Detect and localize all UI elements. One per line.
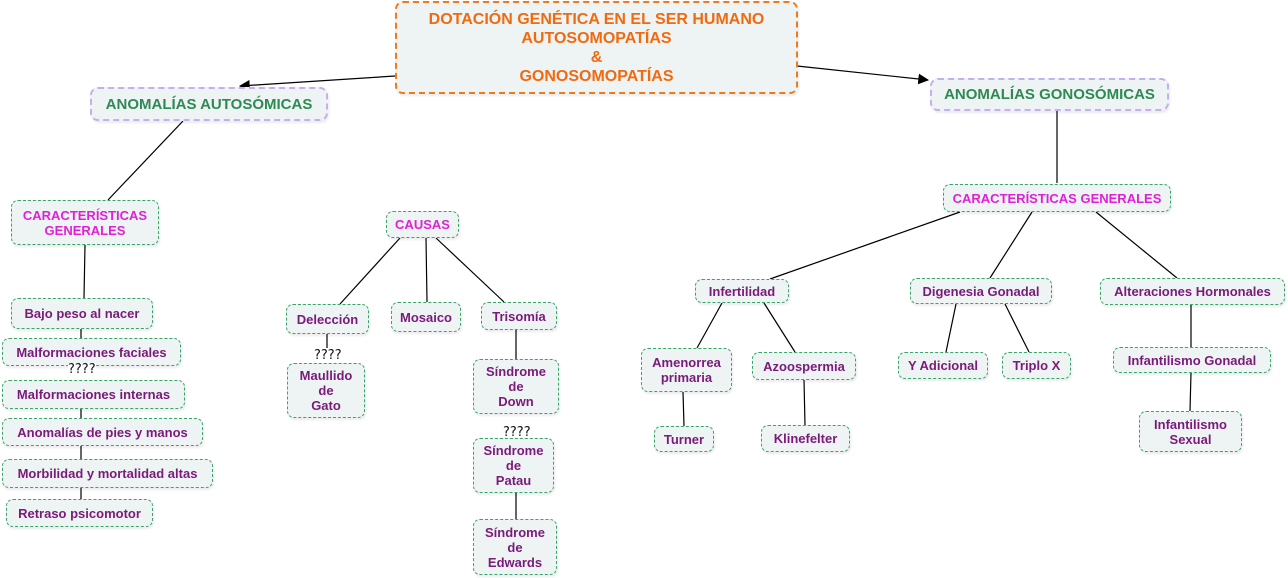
facial-malformations-node: Malformaciones faciales bbox=[2, 338, 181, 366]
gonadal-dysgenesis-node: Digenesia Gonadal bbox=[910, 278, 1052, 304]
triple-x-node: Triplo X bbox=[1002, 352, 1071, 379]
azoospermia-node: Azoospermia bbox=[752, 352, 856, 380]
hormonal-alterations-node: Alteraciones Hormonales bbox=[1100, 278, 1285, 305]
root-title-node: DOTACIÓN GENÉTICA EN EL SER HUMANO AUTOS… bbox=[395, 1, 798, 94]
turner-node: Turner bbox=[654, 426, 714, 452]
cat-cry-syndrome-node: Maullido de Gato bbox=[287, 363, 365, 418]
y-additional-node: Y Adicional bbox=[898, 352, 988, 379]
morbidity-mortality-node: Morbilidad y mortalidad altas bbox=[2, 459, 213, 488]
arrow-to-gonosomal bbox=[796, 65, 930, 85]
gonosomal-anomalies-node: ANOMALÍAS GONOSÓMICAS bbox=[930, 78, 1169, 111]
unknown-mark: ???? bbox=[68, 362, 96, 377]
deletion-node: Delección bbox=[286, 304, 369, 334]
edwards-syndrome-node: Síndrome de Edwards bbox=[473, 519, 557, 575]
patau-syndrome-node: Síndrome de Patau bbox=[473, 438, 554, 493]
klinefelter-node: Klinefelter bbox=[761, 425, 850, 452]
arrow-to-autosomal bbox=[238, 75, 396, 91]
unknown-mark: ???? bbox=[503, 425, 531, 440]
primary-amenorrhea-node: Amenorrea primaria bbox=[641, 348, 732, 392]
mosaic-node: Mosaico bbox=[391, 302, 461, 332]
internal-malformations-node: Malformaciones internas bbox=[2, 380, 185, 409]
gonadal-infantilism-node: Infantilismo Gonadal bbox=[1113, 347, 1271, 373]
autosomal-characteristics-node: CARACTERÍSTICAS GENERALES bbox=[11, 200, 159, 245]
trisomy-node: Trisomía bbox=[481, 302, 557, 330]
gonosomal-characteristics-node: CARACTERÍSTICAS GENERALES bbox=[943, 184, 1171, 212]
psychomotor-delay-node: Retraso psicomotor bbox=[6, 499, 153, 527]
limb-anomalies-node: Anomalías de pies y manos bbox=[2, 418, 203, 446]
low-birth-weight-node: Bajo peso al nacer bbox=[11, 298, 153, 329]
unknown-mark: ???? bbox=[314, 348, 342, 363]
infertility-node: Infertilidad bbox=[695, 279, 789, 303]
sexual-infantilism-node: Infantilismo Sexual bbox=[1139, 411, 1242, 452]
causes-node: CAUSAS bbox=[386, 211, 459, 238]
autosomal-anomalies-node: ANOMALÍAS AUTOSÓMICAS bbox=[90, 87, 328, 121]
down-syndrome-node: Síndrome de Down bbox=[473, 359, 559, 414]
